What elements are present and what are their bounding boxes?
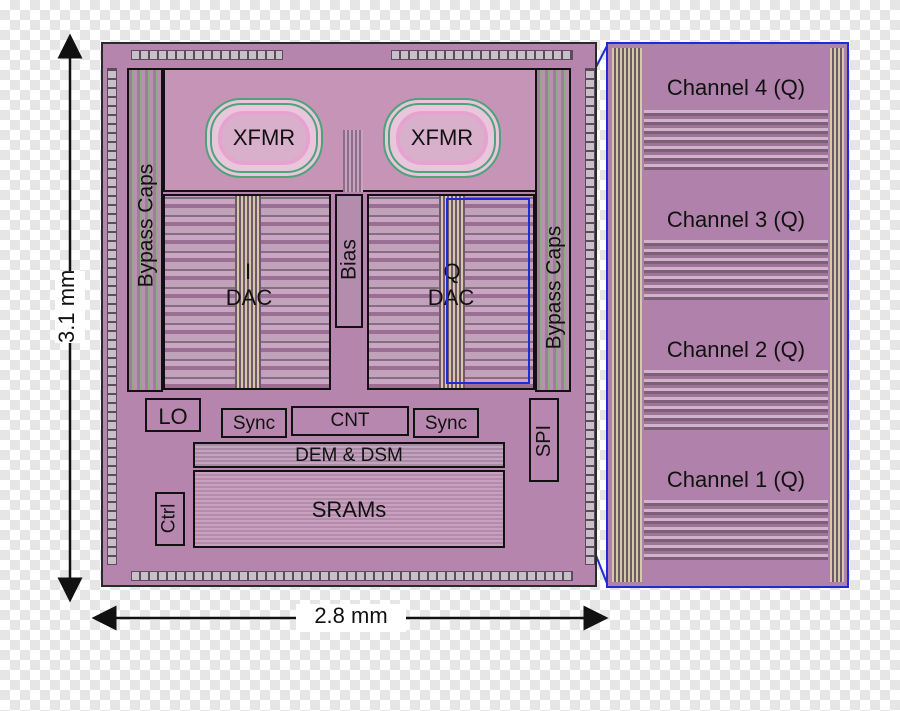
sync-left-label: Sync xyxy=(232,413,276,434)
dem-dsm-label: DEM & DSM xyxy=(295,445,403,466)
cnt-block: CNT xyxy=(291,406,409,436)
channel-2-label: Channel 2 (Q) xyxy=(666,337,806,362)
pad-ring-left xyxy=(107,68,117,565)
pad-ring-bottom xyxy=(131,571,573,581)
bypass-caps-left-label: Bypass Caps xyxy=(134,163,158,288)
channel-1-label: Channel 1 (Q) xyxy=(666,467,806,492)
q-dac-label-2: DAC xyxy=(427,285,475,310)
height-label: 3.1 mm xyxy=(54,270,85,343)
i-dac-block: I DAC xyxy=(163,194,331,390)
pad-ring-top-left xyxy=(131,50,283,60)
cnt-label: CNT xyxy=(330,410,370,431)
pad-ring-right xyxy=(585,68,595,565)
xfmr-right-inner xyxy=(396,111,488,165)
bypass-caps-left: Bypass Caps xyxy=(127,68,163,392)
sync-left-block: Sync xyxy=(221,408,287,438)
bias-block: Bias xyxy=(335,194,363,328)
i-dac-label-2: DAC xyxy=(225,285,273,310)
xfmr-region: XFMR XFMR xyxy=(163,68,539,192)
sync-right-block: Sync xyxy=(413,408,479,438)
q-dac-block: Q DAC xyxy=(367,194,535,390)
pad-ring-top-right xyxy=(391,50,573,60)
xfmr-left-label: XFMR xyxy=(232,125,296,150)
chip-die: XFMR XFMR Bypass Caps Bypass Caps I DAC … xyxy=(101,42,597,587)
dem-dsm-block: DEM & DSM xyxy=(193,442,505,468)
zoom-left-lanes xyxy=(612,48,642,582)
channel-1-row xyxy=(644,500,828,560)
width-label: 2.8 mm xyxy=(296,603,406,632)
i-dac-column xyxy=(235,196,261,388)
bias-label: Bias xyxy=(337,239,361,280)
channel-2-row xyxy=(644,370,828,430)
xfmr-left-coil xyxy=(205,98,323,178)
channel-4-label: Channel 4 (Q) xyxy=(666,75,806,100)
channel-3-label: Channel 3 (Q) xyxy=(666,207,806,232)
channel-4-row xyxy=(644,110,828,170)
i-dac-label-1: I xyxy=(244,259,252,284)
ctrl-label: Ctrl xyxy=(158,503,180,534)
zoom-source-region xyxy=(446,198,530,384)
ctrl-block: Ctrl xyxy=(155,492,185,546)
spi-block: SPI xyxy=(529,398,559,482)
sync-right-label: Sync xyxy=(424,413,468,434)
xfmr-right-label: XFMR xyxy=(410,125,474,150)
spi-label: SPI xyxy=(533,424,555,458)
bypass-caps-right: Bypass Caps xyxy=(535,68,571,392)
xfmr-center-routing xyxy=(343,130,363,192)
q-dac-column xyxy=(439,196,465,388)
lo-label: LO xyxy=(158,404,188,429)
channel-3-row xyxy=(644,240,828,300)
xfmr-left-inner xyxy=(218,111,310,165)
zoom-panel: Channel 4 (Q) Channel 3 (Q) Channel 2 (Q… xyxy=(606,42,849,588)
zoom-right-lanes xyxy=(830,48,844,582)
xfmr-right-coil xyxy=(383,98,501,178)
srams-block: SRAMs xyxy=(193,470,505,548)
srams-label: SRAMs xyxy=(311,497,387,522)
lo-block: LO xyxy=(145,398,201,432)
bypass-caps-right-label: Bypass Caps xyxy=(542,225,566,350)
